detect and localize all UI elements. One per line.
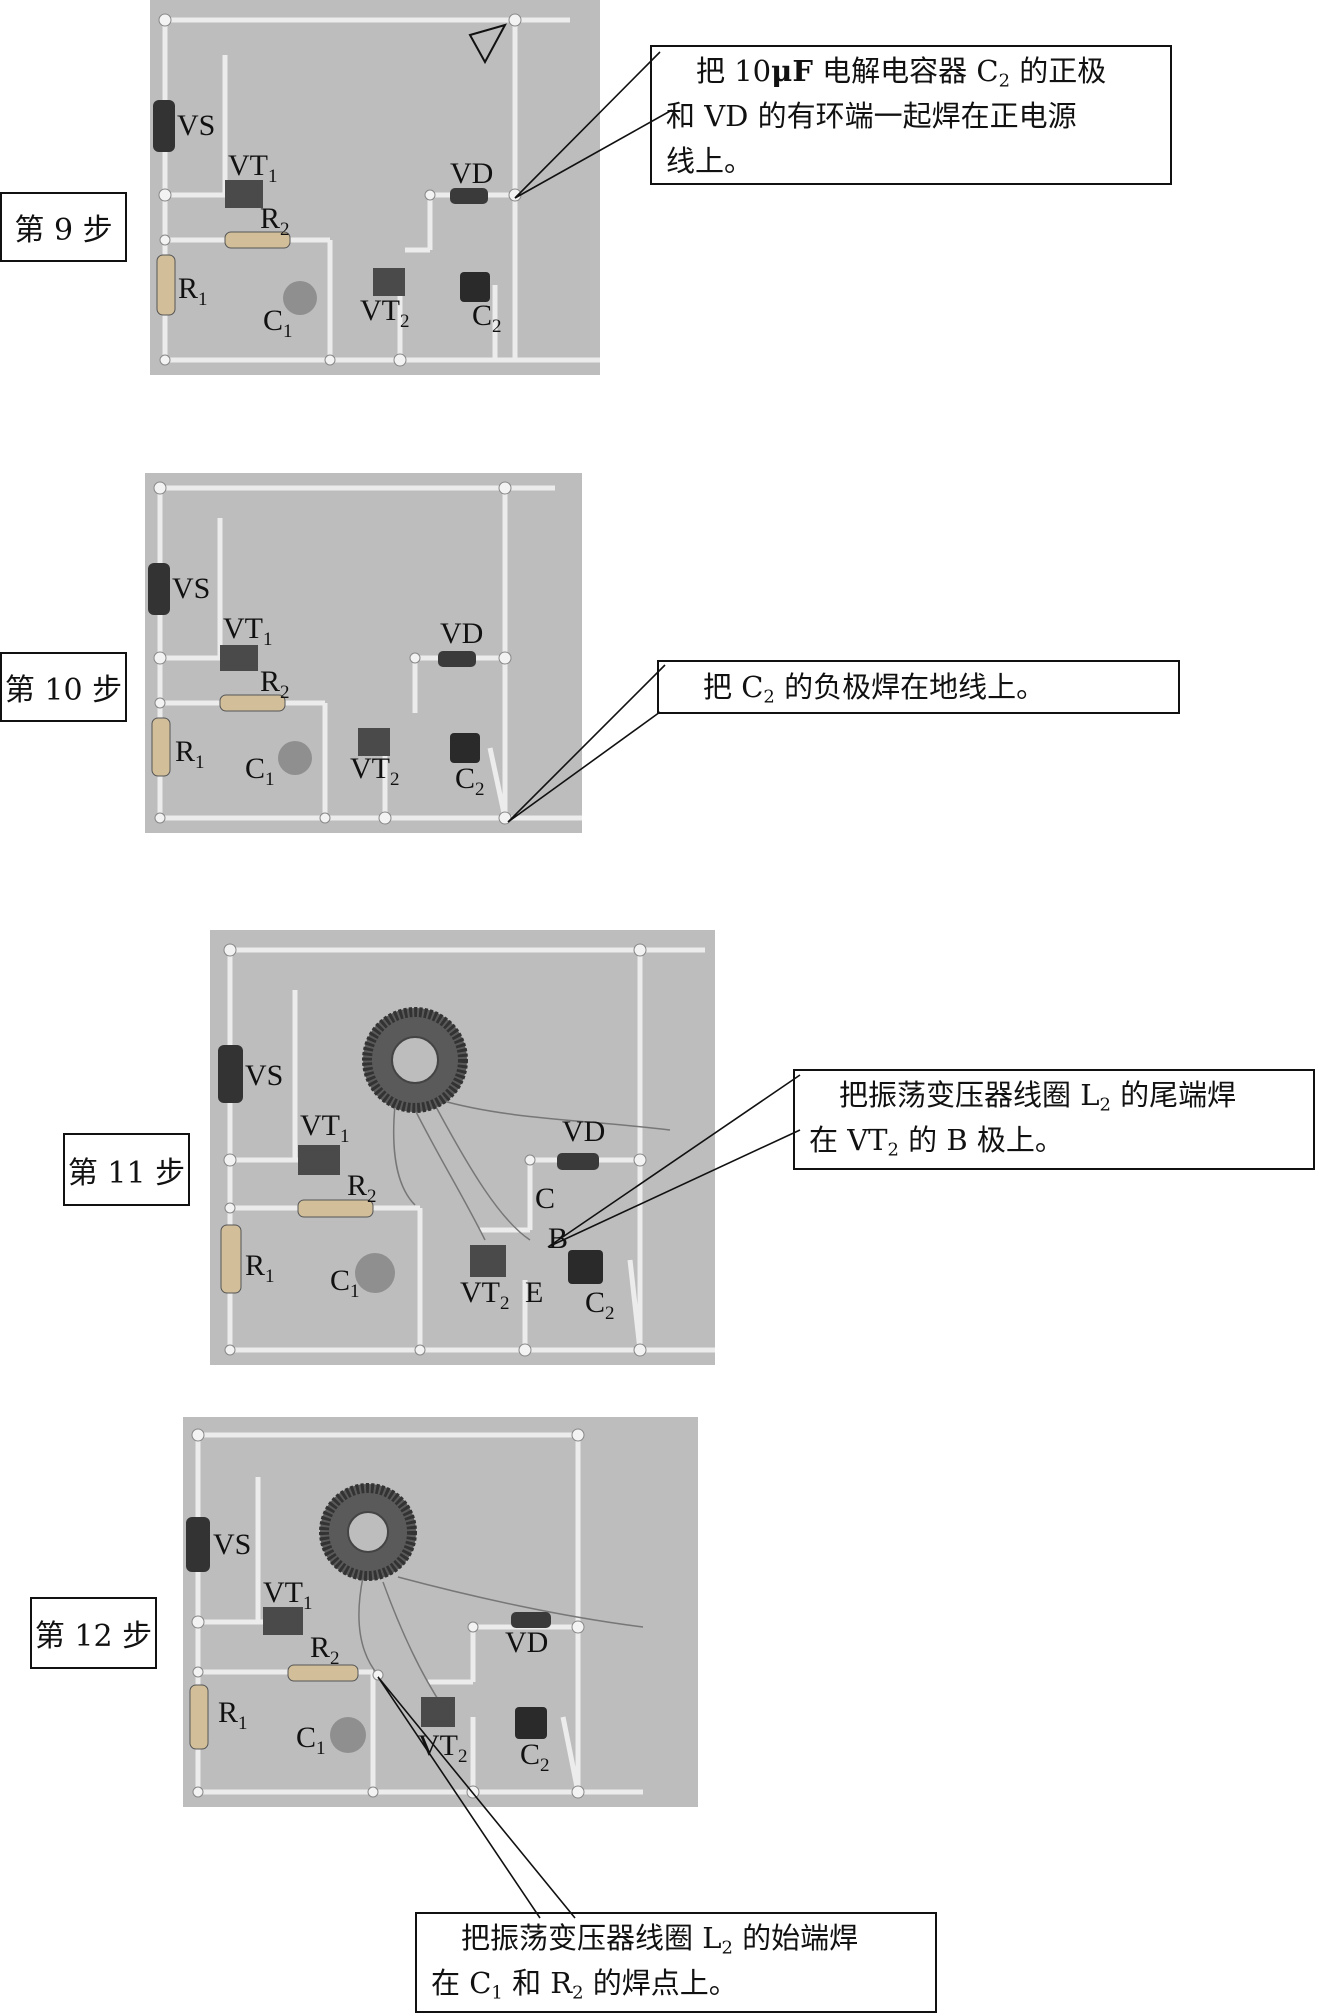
svg-text:R2: R2 (310, 1631, 340, 1669)
svg-text:VS: VS (245, 1059, 283, 1092)
svg-text:VD: VD (562, 1115, 605, 1148)
svg-text:C1: C1 (330, 1264, 360, 1302)
step-9-circuit: VS VT1 R2 R1 C1 VT2 VD C2 (153, 13, 600, 367)
step-11-photo: VS VT1 R2 R1 C1 VT2 VD C2 C B E (210, 930, 715, 1365)
step-11-label: 第 11 步 (63, 1133, 190, 1206)
step-9-component-labels: VS VT1 R2 R1 C1 VT2 VD C2 (177, 109, 502, 342)
svg-text:C2: C2 (520, 1738, 550, 1776)
svg-text:VS: VS (172, 572, 210, 605)
vt2-label: VT (360, 294, 400, 327)
svg-text:R1: R1 (245, 1249, 275, 1287)
svg-text:R1: R1 (218, 1696, 248, 1734)
svg-text:VT1: VT1 (223, 612, 273, 650)
svg-text:R1: R1 (175, 735, 205, 773)
svg-text:C1: C1 (263, 304, 293, 342)
step-10-photo: VS VT1 R2 R1 C1 VT2 VD C2 (145, 473, 582, 833)
svg-text:VT1: VT1 (263, 1576, 313, 1614)
vt1-label: VT (228, 149, 268, 182)
svg-text:C2: C2 (455, 762, 485, 800)
svg-text:C1: C1 (296, 1721, 326, 1759)
step-12-photo: VS VT1 R2 R1 C1 VT2 VD C2 (183, 1417, 698, 1807)
r1-label: R (178, 272, 198, 305)
svg-text:R2: R2 (260, 665, 290, 703)
step-10-component-labels: VS VT1 R2 R1 C1 VT2 VD C2 (172, 572, 485, 800)
c1-label: C (263, 304, 283, 337)
step-9-callout: 把 10μF 电解电容器 C2 的正极 和 VD 的有环端一起焊在正电源 线上。 (650, 45, 1172, 185)
svg-text:VT1: VT1 (300, 1109, 350, 1147)
vs-label: VS (177, 109, 215, 142)
step-11-circuit: VS VT1 R2 R1 C1 VT2 VD C2 C B E (218, 943, 715, 1357)
svg-text:VD: VD (440, 617, 483, 650)
svg-text:R2: R2 (260, 202, 290, 240)
svg-text:C2: C2 (585, 1286, 615, 1324)
step-10-circuit: VS VT1 R2 R1 C1 VT2 VD C2 (148, 481, 582, 825)
svg-text:VT1: VT1 (228, 149, 278, 187)
pin-b-label: B (548, 1222, 568, 1255)
step-10-callout: 把 C2 的负极焊在地线上。 (657, 660, 1180, 714)
step-12-label: 第 12 步 (30, 1597, 157, 1669)
svg-text:C2: C2 (472, 299, 502, 337)
svg-text:VD: VD (505, 1626, 548, 1659)
pin-e-label: E (525, 1276, 543, 1309)
pin-c-label: C (535, 1182, 555, 1215)
svg-text:VT2: VT2 (418, 1729, 468, 1767)
svg-text:R1: R1 (178, 272, 208, 310)
svg-text:VT2: VT2 (360, 294, 410, 332)
step-11-callout: 把振荡变压器线圈 L2 的尾端焊 在 VT2 的 B 极上。 (793, 1069, 1315, 1170)
svg-text:VS: VS (213, 1528, 251, 1561)
vd-label: VD (450, 157, 493, 190)
step-9-photo: VS VT1 R2 R1 C1 VT2 VD C2 (150, 0, 600, 375)
step-10-label: 第 10 步 (0, 652, 127, 722)
svg-text:VT2: VT2 (460, 1276, 510, 1314)
c2-label: C (472, 299, 492, 332)
step-12-callout: 把振荡变压器线圈 L2 的始端焊 在 C1 和 R2 的焊点上。 (415, 1912, 937, 2013)
step-9-label: 第 9 步 (0, 192, 127, 262)
step-12-circuit: VS VT1 R2 R1 C1 VT2 VD C2 (186, 1428, 644, 1799)
svg-text:VT2: VT2 (350, 752, 400, 790)
svg-text:C1: C1 (245, 752, 275, 790)
r2-label: R (260, 202, 280, 235)
svg-text:R2: R2 (347, 1169, 377, 1207)
